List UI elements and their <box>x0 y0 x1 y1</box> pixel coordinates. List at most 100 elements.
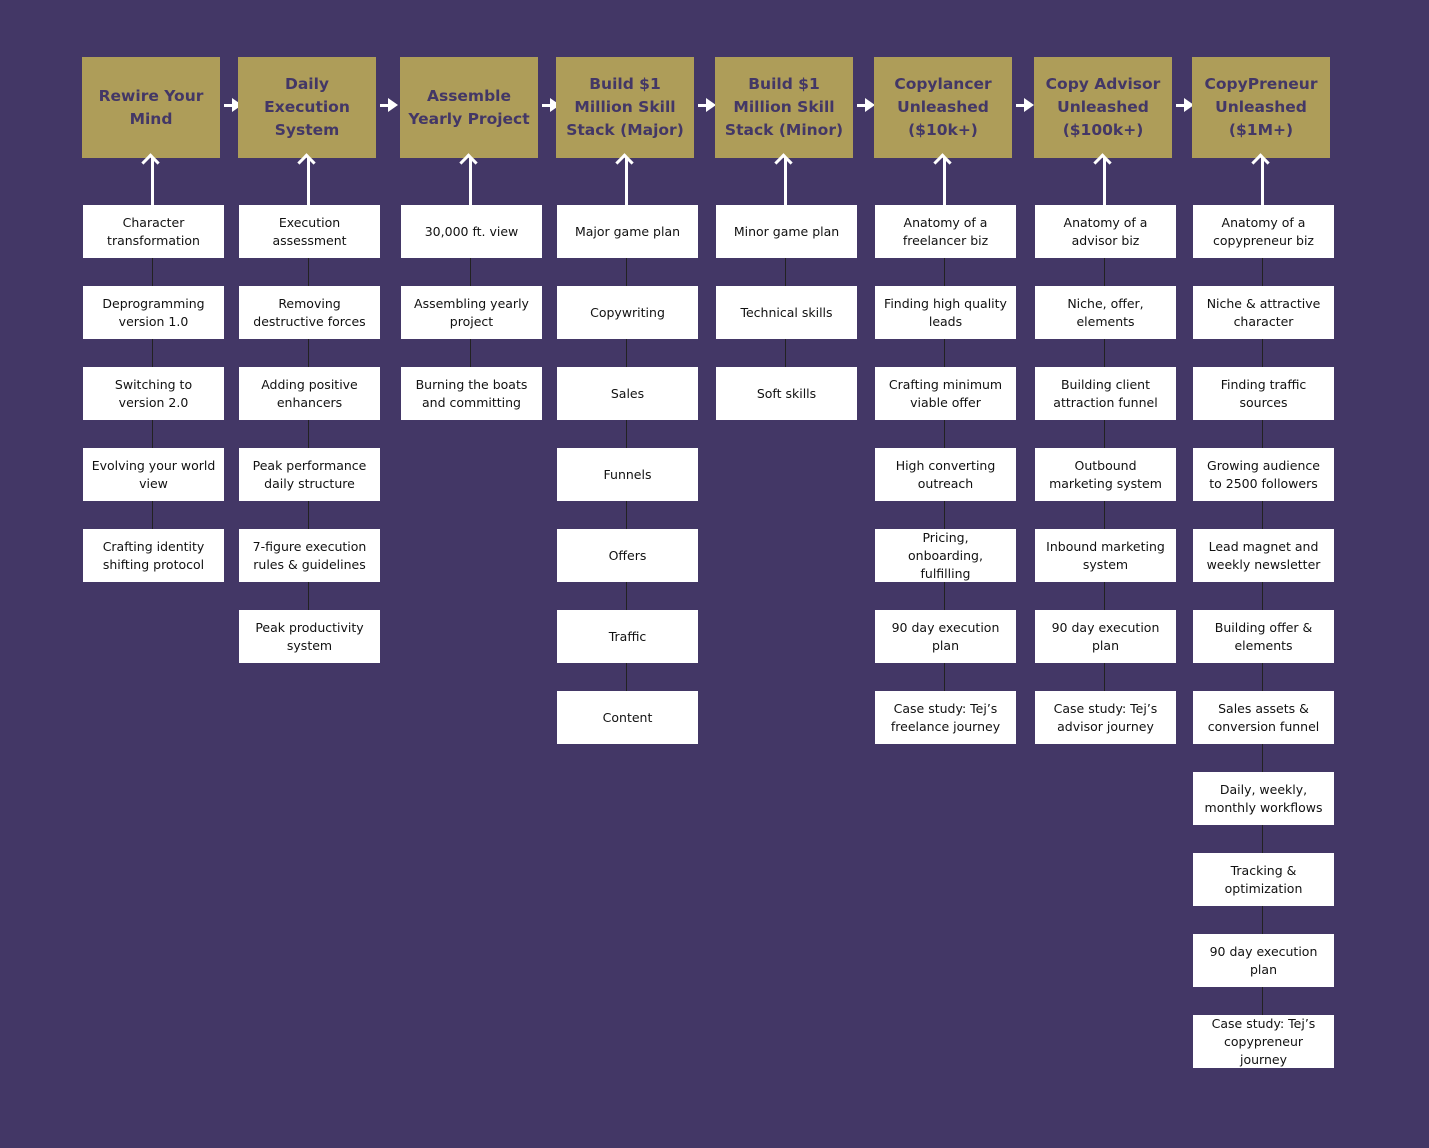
topic-card: Removing destructive forces <box>239 286 380 339</box>
stage-title: Rewire Your Mind <box>98 86 204 128</box>
topic-card: Inbound marketing system <box>1035 529 1176 582</box>
topic-label: 90 day execution plan <box>1209 943 1318 977</box>
topic-card: Finding high quality leads <box>875 286 1016 339</box>
right-arrow-icon <box>380 96 398 114</box>
topic-label: Evolving your world view <box>91 457 216 491</box>
topic-card: Crafting identity shifting protocol <box>83 529 224 582</box>
topic-card: Building client attraction funnel <box>1035 367 1176 420</box>
topic-label: Soft skills <box>756 385 817 401</box>
right-arrow-icon <box>698 96 716 114</box>
topic-card: Offers <box>557 529 698 582</box>
topic-card: Technical skills <box>716 286 857 339</box>
topic-card: 90 day execution plan <box>1193 934 1334 987</box>
topic-card: Case study: Tej’s copypreneur journey <box>1193 1015 1334 1068</box>
topic-card: Lead magnet and weekly newsletter <box>1193 529 1334 582</box>
topic-card: Anatomy of a copypreneur biz <box>1193 205 1334 258</box>
stage-header: Assemble Yearly Project <box>400 57 538 158</box>
topic-label: Adding positive enhancers <box>261 376 358 410</box>
topic-card: Funnels <box>557 448 698 501</box>
stage-title: Copy Advisor Unleashed ($100k+) <box>1045 75 1161 139</box>
topic-label: Deprogramming version 1.0 <box>102 295 205 329</box>
stage-title: Build $1 Million Skill Stack (Major) <box>566 75 684 139</box>
topic-label: Case study: Tej’s advisor journey <box>1053 700 1158 734</box>
topic-label: Lead magnet and weekly newsletter <box>1206 538 1321 572</box>
stage-title: Assemble Yearly Project <box>408 86 530 128</box>
topic-card: Execution assessment <box>239 205 380 258</box>
topic-label: 90 day execution plan <box>1051 619 1160 653</box>
topic-label: 90 day execution plan <box>891 619 1000 653</box>
topic-label: Burning the boats and committing <box>415 376 528 410</box>
topic-label: Traffic <box>608 628 647 644</box>
topic-label: Execution assessment <box>272 214 347 248</box>
stage-header: Build $1 Million Skill Stack (Minor) <box>715 57 853 158</box>
topic-label: Building client attraction funnel <box>1053 376 1158 410</box>
topic-card: Daily, weekly, monthly workflows <box>1193 772 1334 825</box>
topic-label: Inbound marketing system <box>1046 538 1165 572</box>
topic-card: Adding positive enhancers <box>239 367 380 420</box>
topic-label: Niche & attractive character <box>1206 295 1321 329</box>
topic-card: 90 day execution plan <box>875 610 1016 663</box>
stage-header: Daily Execution System <box>238 57 376 158</box>
topic-label: Character transformation <box>107 214 200 248</box>
topic-label: Anatomy of a copypreneur biz <box>1213 214 1314 248</box>
right-arrow-icon <box>857 96 875 114</box>
up-arrow-icon <box>625 158 628 206</box>
topic-card: Finding traffic sources <box>1193 367 1334 420</box>
topic-card: Burning the boats and committing <box>401 367 542 420</box>
stage-header: Build $1 Million Skill Stack (Major) <box>556 57 694 158</box>
topic-label: Technical skills <box>740 304 833 320</box>
topic-card: Assembling yearly project <box>401 286 542 339</box>
topic-label: Daily, weekly, monthly workflows <box>1204 781 1323 815</box>
topic-card: Traffic <box>557 610 698 663</box>
topic-card: Case study: Tej’s freelance journey <box>875 691 1016 744</box>
up-arrow-icon <box>1261 158 1264 206</box>
right-arrow-icon <box>1176 96 1194 114</box>
topic-label: Building offer & elements <box>1214 619 1313 653</box>
up-arrow-icon <box>784 158 787 206</box>
topic-label: Finding high quality leads <box>884 295 1007 329</box>
column-8: CopyPreneur Unleashed ($1M+) Anatomy of a… <box>1184 0 1344 1148</box>
topic-label: 30,000 ft. view <box>424 223 519 239</box>
topic-label: Content <box>602 709 653 725</box>
connector-line <box>308 231 309 637</box>
topic-card: 90 day execution plan <box>1035 610 1176 663</box>
topic-card: Peak performance daily structure <box>239 448 380 501</box>
topic-label: Pricing, onboarding, fulfilling <box>908 529 983 581</box>
topic-card: Soft skills <box>716 367 857 420</box>
column-6: Copylancer Unleashed ($10k+) Anatomy of a… <box>866 0 1026 1148</box>
topic-label: Assembling yearly project <box>414 295 529 329</box>
topic-label: Sales <box>610 385 645 401</box>
topic-label: Offers <box>608 547 647 563</box>
topic-card: Anatomy of a freelancer biz <box>875 205 1016 258</box>
stage-header: Copy Advisor Unleashed ($100k+) <box>1034 57 1172 158</box>
topic-card: 30,000 ft. view <box>401 205 542 258</box>
topic-card: Case study: Tej’s advisor journey <box>1035 691 1176 744</box>
topic-label: Anatomy of a freelancer biz <box>902 214 989 248</box>
right-arrow-icon <box>542 96 560 114</box>
topic-label: Sales assets & conversion funnel <box>1207 700 1320 734</box>
topic-label: Copywriting <box>590 304 665 320</box>
topic-card: Growing audience to 2500 followers <box>1193 448 1334 501</box>
column-7: Copy Advisor Unleashed ($100k+) Anatomy o… <box>1026 0 1186 1148</box>
topic-label: Case study: Tej’s freelance journey <box>890 700 1001 734</box>
right-arrow-icon <box>1016 96 1034 114</box>
topic-label: Case study: Tej’s copypreneur journey <box>1211 1015 1316 1067</box>
topic-label: Minor game plan <box>733 223 840 239</box>
topic-label: Crafting identity shifting protocol <box>102 538 205 572</box>
column-4: Build $1 Million Skill Stack (Major) Majo… <box>548 0 708 1148</box>
stage-header: CopyPreneur Unleashed ($1M+) <box>1192 57 1330 158</box>
stage-title: Build $1 Million Skill Stack (Minor) <box>724 75 844 139</box>
topic-card: Tracking & optimization <box>1193 853 1334 906</box>
topic-card: High converting outreach <box>875 448 1016 501</box>
topic-label: Niche, offer, elements <box>1067 295 1144 329</box>
topic-card: Evolving your world view <box>83 448 224 501</box>
topic-label: Finding traffic sources <box>1220 376 1307 410</box>
stage-header: Copylancer Unleashed ($10k+) <box>874 57 1012 158</box>
topic-card: Minor game plan <box>716 205 857 258</box>
topic-card: Deprogramming version 1.0 <box>83 286 224 339</box>
column-5: Build $1 Million Skill Stack (Minor) Mino… <box>707 0 867 1148</box>
topic-card: Major game plan <box>557 205 698 258</box>
topic-label: Peak performance daily structure <box>252 457 367 491</box>
topic-card: Anatomy of a advisor biz <box>1035 205 1176 258</box>
